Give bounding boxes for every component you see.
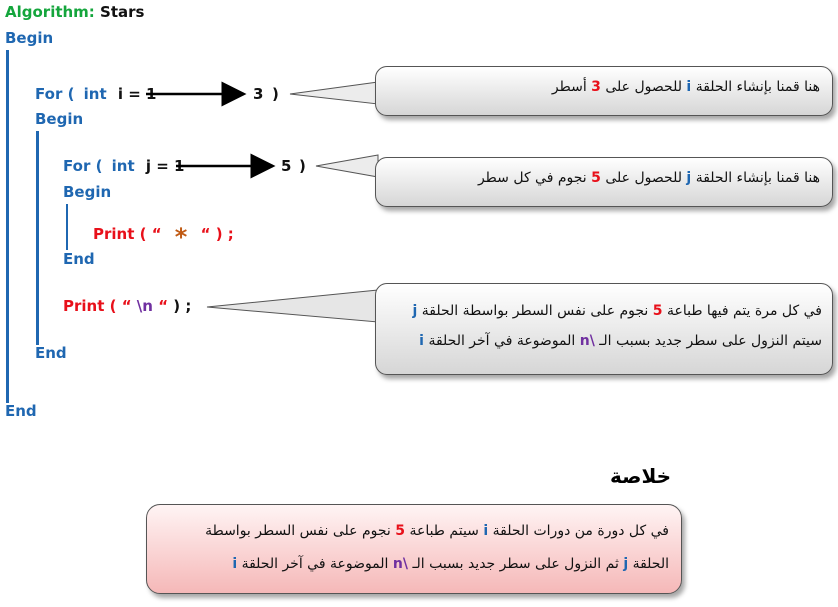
callout-newline-line2-text-b: الموضوعة في آخر الحلقة: [428, 333, 576, 349]
callout-newline-escape: \n: [579, 333, 595, 349]
callout-newline-line2: سيتم النزول على سطر جديد بسبب الـ \n الم…: [386, 326, 822, 356]
for-j-loop: For ( int j = 1: [63, 157, 184, 175]
summary-var-i: i: [483, 523, 489, 539]
print-star-keyword: Print (: [93, 225, 147, 243]
callout-newline: في كل مرة يتم فيها طباعة 5 نجوم على نفس …: [375, 283, 833, 375]
summary-line2-text-c: الموضوعة في آخر الحلقة: [241, 556, 389, 572]
summary-line1-text-a: في كل دورة من دورات الحلقة: [492, 523, 669, 539]
for-j-close-paren: ): [299, 157, 306, 175]
summary-box: في كل دورة من دورات الحلقة i سيتم طباعة …: [146, 504, 682, 594]
end-i: End: [35, 344, 67, 362]
callout-j-text-after: نجوم في كل سطر: [477, 170, 587, 186]
end-outer: End: [5, 402, 37, 420]
print-newline-close-quote: “: [158, 297, 169, 315]
callout-newline-num: 5: [652, 303, 663, 319]
callout-j-var: j: [686, 170, 692, 186]
for-j-keyword: For (: [63, 157, 103, 175]
callout-newline-line1-text-b: نجوم على نفس السطر بواسطة الحلقة: [421, 303, 649, 319]
callout-i-text-before: هنا قمنا بإنشاء الحلقة: [695, 79, 820, 95]
callout-pointer-i: [289, 81, 379, 105]
print-star-open-quote: “: [151, 225, 162, 243]
begin-i: Begin: [35, 110, 84, 128]
callout-loop-i: هنا قمنا بإنشاء الحلقة i للحصول على 3 أس…: [375, 66, 833, 116]
star-symbol: *: [174, 223, 188, 251]
for-i-end-value: 3: [253, 85, 264, 103]
summary-line1-text-c: نجوم على نفس السطر بواسطة: [205, 523, 391, 539]
callout-i-var: i: [686, 79, 692, 95]
for-j-var: j = 1: [145, 157, 185, 175]
summary-var-i-end: i: [232, 556, 238, 572]
print-star-close-quote: “: [200, 225, 211, 243]
print-newline-statement: Print ( “ \n “ ) ;: [63, 297, 191, 315]
summary-line1: في كل دورة من دورات الحلقة i سيتم طباعة …: [159, 515, 669, 548]
callout-newline-line2-text-a: سيتم النزول على سطر جديد بسبب الـ: [599, 333, 822, 349]
summary-line2-text-a: الحلقة: [632, 556, 669, 572]
callout-j-text-mid: للحصول على: [605, 170, 682, 186]
callout-newline-var-j: j: [412, 303, 418, 319]
for-i-close-paren: ): [272, 85, 279, 103]
algorithm-name: Stars: [100, 3, 145, 21]
print-newline-keyword: Print (: [63, 297, 117, 315]
loop-j-block-bar: [66, 204, 68, 250]
for-j-int: int: [111, 157, 135, 175]
algorithm-label: Algorithm:: [5, 3, 95, 21]
end-j: End: [63, 250, 95, 268]
callout-pointer-newline: [206, 289, 379, 323]
for-i-int: int: [83, 85, 107, 103]
begin-outer: Begin: [5, 29, 54, 47]
summary-line2-text-b: ثم النزول على سطر جديد بسبب الـ: [412, 556, 619, 572]
print-newline-open-quote: “: [121, 297, 132, 315]
newline-escape: \n: [136, 297, 153, 315]
callout-i-text-mid: للحصول على: [605, 79, 682, 95]
print-star-statement: Print ( “ * “ ) ;: [93, 217, 234, 251]
begin-j: Begin: [63, 183, 112, 201]
summary-line2: الحلقة j ثم النزول على سطر جديد بسبب الـ…: [159, 548, 669, 581]
callout-loop-j: هنا قمنا بإنشاء الحلقة j للحصول على 5 نج…: [375, 157, 833, 207]
callout-j-num: 5: [591, 170, 601, 186]
summary-num: 5: [395, 523, 405, 539]
callout-pointer-j: [315, 154, 379, 178]
for-i-keyword: For (: [35, 85, 75, 103]
callout-i-text-after: أسطر: [551, 79, 587, 95]
for-i-var: i = 1: [117, 85, 157, 103]
loop-i-block-bar: [36, 131, 39, 345]
for-i-loop: For ( int i = 1: [35, 85, 156, 103]
print-star-close-paren: ) ;: [215, 225, 234, 243]
callout-newline-line1-text-a: في كل مرة يتم فيها طباعة: [666, 303, 822, 319]
for-j-end-value: 5: [281, 157, 292, 175]
summary-escape: \n: [392, 556, 408, 572]
summary-var-j: j: [623, 556, 629, 572]
callout-j-text-before: هنا قمنا بإنشاء الحلقة: [695, 170, 820, 186]
outer-block-bar: [6, 50, 9, 403]
print-newline-close-paren: ) ;: [173, 297, 192, 315]
algorithm-header: Algorithm: Stars: [5, 3, 144, 21]
callout-newline-var-i: i: [419, 333, 424, 349]
summary-title: خلاصة: [610, 464, 672, 488]
callout-i-num: 3: [591, 79, 601, 95]
summary-line1-text-b: سيتم طباعة: [409, 523, 479, 539]
callout-newline-line1: في كل مرة يتم فيها طباعة 5 نجوم على نفس …: [386, 296, 822, 326]
